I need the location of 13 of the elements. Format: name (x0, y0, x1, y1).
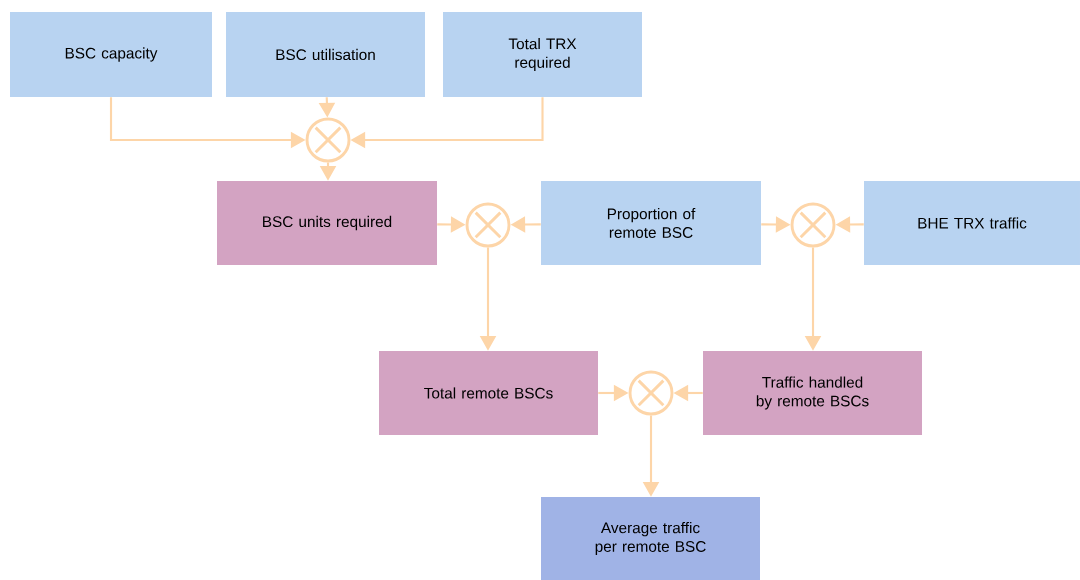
process-box: Total remote BSCs (379, 351, 598, 435)
process-box: BSC units required (217, 181, 437, 265)
multiply-symbol (790, 202, 836, 248)
process-box: BSC capacity (10, 12, 212, 97)
process-box: Average traffic per remote BSC (541, 497, 760, 580)
process-box: BHE TRX traffic (864, 181, 1080, 265)
process-box: Proportion of remote BSC (541, 181, 761, 265)
multiply-symbol (628, 370, 674, 416)
process-box: Traffic handled by remote BSCs (703, 351, 922, 435)
process-box: BSC utilisation (226, 12, 425, 97)
process-box: Total TRX required (443, 12, 642, 97)
multiply-symbol (305, 117, 351, 163)
multiply-symbol (465, 202, 511, 248)
